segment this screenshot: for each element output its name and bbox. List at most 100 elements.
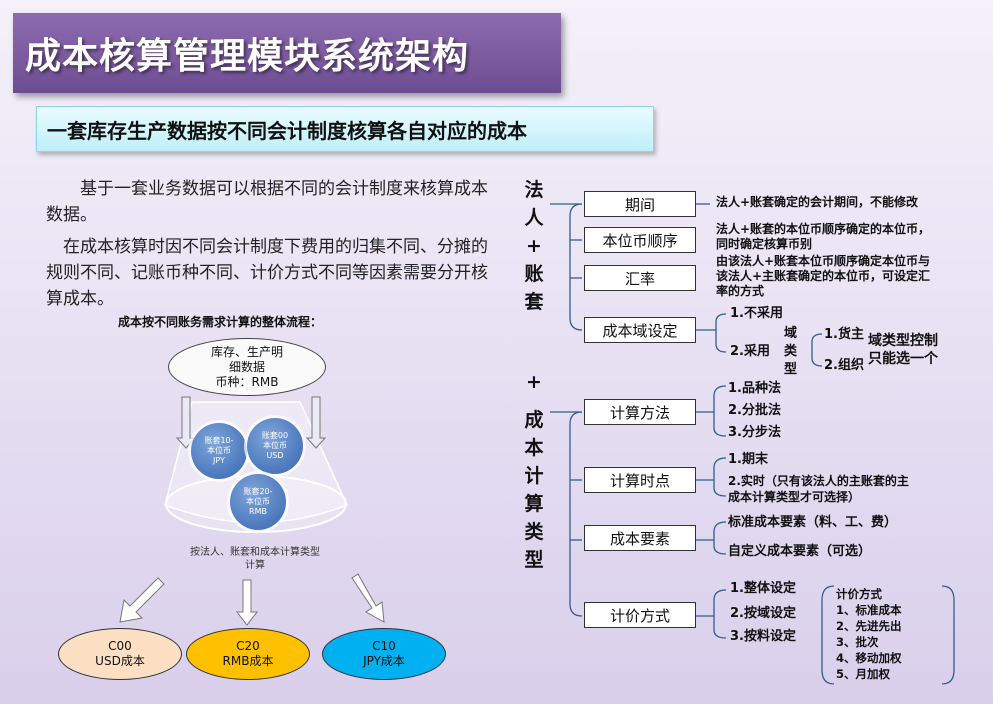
- book-10-line-3: JPY: [213, 456, 225, 465]
- output-c20-code: C20: [236, 639, 260, 653]
- source-line-3: 币种：RMB: [215, 374, 279, 389]
- output-c10-label: JPY成本: [363, 654, 405, 668]
- book-20-line-1: 账套20-: [243, 487, 273, 496]
- vertical-plus: +: [526, 371, 542, 393]
- domain-type-char-1: 域: [784, 326, 798, 341]
- vchar-6: 成: [524, 409, 544, 431]
- output-c10-code: C10: [372, 639, 396, 653]
- cost-elements-item-2: 自定义成本要素（可选）: [728, 544, 872, 559]
- note-rate-line-1: 由该法人+账套本位币顺序确定本位币与: [716, 254, 931, 268]
- pricing-method-1: 1、标准成本: [836, 603, 902, 617]
- domain-option-2: 2.采用: [730, 344, 770, 359]
- vchar-7: 本: [524, 437, 544, 459]
- pricing-item-1: 1.整体设定: [730, 581, 796, 596]
- output-arrow-right: [351, 573, 385, 623]
- domain-sub-org: 2.组织: [824, 358, 864, 373]
- vchar-2: 人: [524, 207, 544, 229]
- note-currency-order-line-2: 同时确定核算币别: [716, 237, 813, 251]
- down-arrow-right: [305, 396, 327, 449]
- note-period: 法人+账套确定的会计期间，不能修改: [716, 195, 919, 209]
- title-banner: 成本核算管理模块系统架构: [13, 13, 561, 93]
- book-00-line-2: 本位币: [263, 441, 287, 450]
- vchar-4: 账: [524, 263, 544, 285]
- source-data-ellipse: 库存、生产明 细数据 币种：RMB: [168, 338, 326, 396]
- pricing-methods-title: 计价方式: [836, 587, 882, 601]
- page-subtitle: 一套库存生产数据按不同会计制度核算各自对应的成本: [47, 118, 527, 143]
- subtitle-banner: 一套库存生产数据按不同会计制度核算各自对应的成本: [36, 106, 654, 152]
- vchar-8: 计: [524, 465, 544, 487]
- page-title: 成本核算管理模块系统架构: [25, 36, 470, 77]
- vertical-label-legal-entity-book: 法 人 + 账 套: [522, 176, 546, 316]
- pricing-method-4: 4、移动加权: [836, 651, 902, 665]
- node-pricing: 计价方式: [584, 602, 696, 628]
- book-10-line-1: 账套10-: [204, 436, 234, 445]
- book-00-line-3: USD: [266, 451, 284, 460]
- calc-label-line-2: 计算: [245, 560, 265, 571]
- node-cost-elements: 成本要素: [584, 525, 696, 551]
- output-c00-code: C00: [108, 639, 132, 653]
- output-arrow-middle: [235, 579, 259, 626]
- domain-type-char-2: 类: [784, 344, 798, 359]
- pricing-methods-list: 计价方式 1、标准成本 2、先进先出 3、批次 4、移动加权 5、月加权: [836, 586, 902, 682]
- vertical-label-cost-calc-type: 成 本 计 算 类 型: [522, 406, 546, 574]
- calc-method-item-1: 1.品种法: [728, 381, 781, 396]
- intro-paragraph-2: 在成本核算时因不同会计制度下费用的归集不同、分摊的规则不同、记账币种不同、计价方…: [46, 237, 488, 309]
- node-currency-order: 本位币顺序: [584, 227, 696, 253]
- vchar-9: 算: [524, 493, 544, 515]
- flow-caption: 成本按不同账务需求计算的整体流程：: [118, 315, 323, 329]
- calc-method-item-3: 3.分步法: [728, 425, 781, 440]
- source-line-1: 库存、生产明: [210, 344, 283, 359]
- vchar-3: +: [526, 235, 542, 257]
- pricing-item-2: 2.按域设定: [730, 606, 796, 621]
- note-currency-order: 法人+账套的本位币顺序确定的本位币， 同时确定核算币别: [716, 222, 930, 252]
- calc-time-item-2: 2.实时（只有该法人的主账套的主: [728, 474, 909, 488]
- pricing-method-2: 2、先进先出: [836, 619, 902, 633]
- vchar-11: 型: [524, 549, 544, 571]
- note-rate-line-2: 该法人+主账套确定的本位币，可设定汇: [716, 269, 931, 283]
- domain-type-note-line-1: 域类型控制: [868, 333, 938, 349]
- tree-group1: [550, 203, 823, 367]
- pricing-method-5: 5、月加权: [836, 667, 891, 681]
- node-calc-time: 计算时点: [584, 467, 696, 493]
- calc-label: 按法人、账套和成本计算类型 计算: [170, 546, 340, 572]
- cost-elements-item-1: 标准成本要素（料、工、费）: [728, 515, 898, 530]
- vchar-5: 套: [524, 291, 544, 313]
- book-00-line-1: 账套00: [261, 431, 289, 440]
- domain-option-1: 1.不采用: [730, 306, 783, 321]
- note-rate-line-3: 率的方式: [716, 284, 765, 298]
- output-arrow-left: [119, 577, 165, 623]
- calc-method-item-2: 2.分批法: [728, 403, 781, 418]
- domain-type-note-line-2: 只能选一个: [868, 351, 938, 367]
- vchar-1: 法: [524, 179, 544, 201]
- calc-label-line-1: 按法人、账套和成本计算类型: [190, 547, 320, 558]
- node-calc-method: 计算方法: [584, 399, 696, 425]
- calc-time-item-3: 成本计算类型才可选择）: [728, 490, 861, 504]
- calc-time-item-1: 1.期末: [728, 452, 768, 467]
- output-c00-label: USD成本: [95, 654, 145, 668]
- book-10-line-2: 本位币: [206, 446, 231, 455]
- domain-type-label: 域 类 型: [784, 325, 800, 379]
- output-c20-label: RMB成本: [222, 654, 274, 668]
- node-period: 期间: [584, 191, 696, 217]
- note-rate: 由该法人+账套本位币顺序确定本位币与 该法人+主账套确定的本位币，可设定汇 率的…: [716, 254, 930, 299]
- source-line-2: 细数据: [228, 359, 265, 374]
- note-currency-order-line-1: 法人+账套的本位币顺序确定的本位币，: [716, 222, 931, 236]
- intro-paragraph-1: 基于一套业务数据可以根据不同的会计制度来核算成本数据。: [46, 179, 488, 225]
- node-domain-setting: 成本域设定: [584, 317, 696, 343]
- down-arrow-left: [175, 396, 197, 449]
- pricing-method-3: 3、批次: [836, 635, 879, 649]
- book-20-line-3: RMB: [249, 507, 267, 516]
- node-rate: 汇率: [584, 265, 696, 291]
- vchar-10: 类: [524, 521, 544, 543]
- domain-type-char-3: 型: [784, 362, 798, 377]
- tree-group2: [550, 385, 727, 639]
- book-20-line-2: 本位币: [245, 497, 270, 506]
- domain-type-note: 域类型控制 只能选一个: [868, 332, 938, 368]
- pricing-item-3: 3.按料设定: [730, 629, 796, 644]
